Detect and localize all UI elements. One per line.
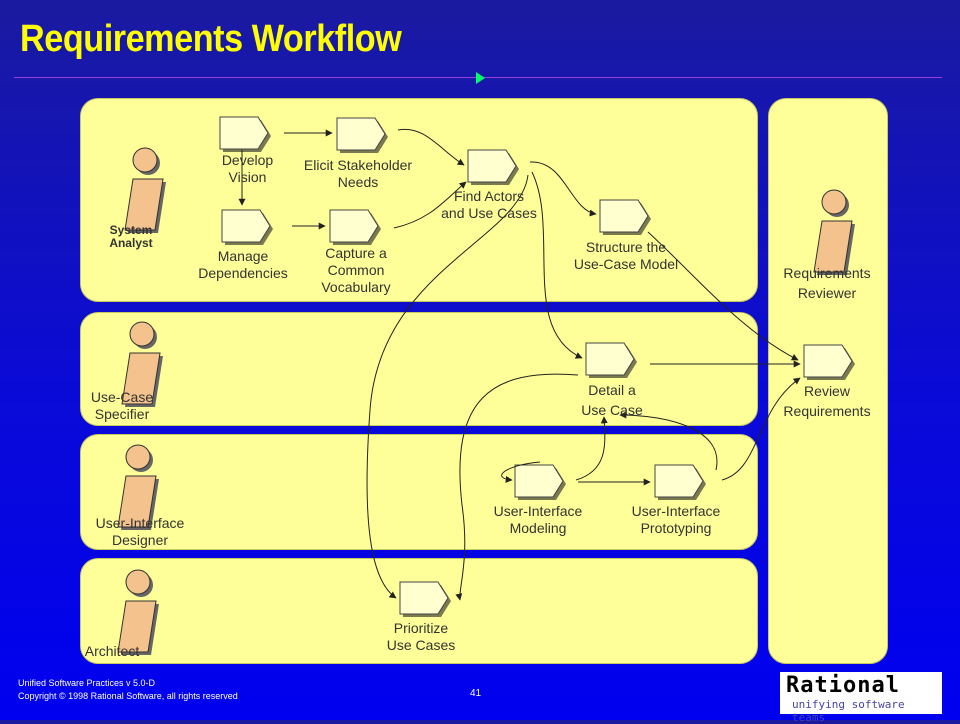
flow-detail-to-modeling — [501, 461, 541, 483]
activity-prioritize-icon — [399, 581, 452, 618]
logo-tagline: unifying software teams — [792, 698, 905, 724]
activity-prioritize-use-cases[interactable]: Prioritize Use Cases — [386, 620, 456, 653]
activity-detail-use-case[interactable]: Detail a Use Case — [581, 382, 643, 418]
activity-review-requirements-icon — [803, 344, 856, 381]
flow-find-to-detail — [531, 171, 583, 359]
activity-capture-vocabulary-icon — [329, 209, 382, 246]
activity-manage-dependencies-icon — [221, 209, 274, 246]
activity-develop-vision[interactable]: Develop Vision — [221, 152, 274, 185]
page-number: 41 — [470, 688, 482, 699]
activity-find-actors-icon — [467, 149, 520, 186]
lane-use-case-specifier — [80, 312, 758, 426]
activity-elicit-needs[interactable]: Elicit Stakeholder Needs — [303, 157, 413, 190]
activity-elicit-needs-icon — [336, 117, 389, 154]
role-ui-designer: User-Interface Designer — [95, 515, 185, 548]
lane-requirements-reviewer — [768, 98, 888, 664]
activity-ui-prototyping-icon — [654, 464, 707, 501]
flow-structure-to-review — [647, 231, 799, 361]
flow-find-to-structure — [529, 161, 597, 217]
page-title: Requirements Workflow — [20, 18, 402, 60]
footer-version: Unified Software Practices v 5.0-D — [18, 678, 156, 688]
flow-modeling-to-detail — [575, 416, 608, 481]
role-use-case-specifier: Use-Case Specifier — [90, 389, 154, 422]
logo-wordmark: Rational — [786, 673, 900, 698]
flow-prototyping-to-review — [721, 377, 801, 481]
activity-detail-use-case-icon — [585, 342, 638, 379]
activity-capture-vocabulary[interactable]: Capture a Common Vocabulary — [321, 245, 391, 295]
flow-find-to-prioritize — [366, 174, 529, 599]
activity-ui-prototyping[interactable]: User-Interface Prototyping — [631, 503, 721, 536]
rational-logo: Rational unifying software teams — [780, 672, 942, 724]
role-requirements-reviewer: Requirements Reviewer — [783, 265, 871, 301]
actor-system-analyst-icon — [124, 147, 167, 234]
activity-structure-model-icon — [599, 199, 652, 236]
activity-find-actors[interactable]: Find Actors and Use Cases — [441, 188, 537, 221]
flow-elicit-to-find — [397, 128, 465, 166]
flow-prioritize-to-detail — [455, 373, 579, 601]
activity-review-requirements[interactable]: Review Requirements — [783, 383, 871, 419]
flow-vocabulary-to-find — [393, 181, 467, 229]
activity-manage-dependencies[interactable]: Manage Dependencies — [198, 248, 288, 281]
activity-ui-modeling-icon — [514, 464, 567, 501]
footer-copyright: Copyright © 1998 Rational Software, all … — [18, 691, 238, 701]
lane-ui-designer — [80, 434, 758, 550]
role-architect: Architect — [84, 643, 140, 659]
flow-prototyping-to-detail — [619, 411, 718, 471]
activity-ui-modeling[interactable]: User-Interface Modeling — [493, 503, 583, 536]
activity-structure-model[interactable]: Structure the Use-Case Model — [573, 239, 679, 272]
activity-develop-vision-icon — [219, 116, 272, 153]
role-system-analyst: System Analyst — [109, 223, 153, 250]
rule-arrow-icon — [476, 72, 485, 84]
